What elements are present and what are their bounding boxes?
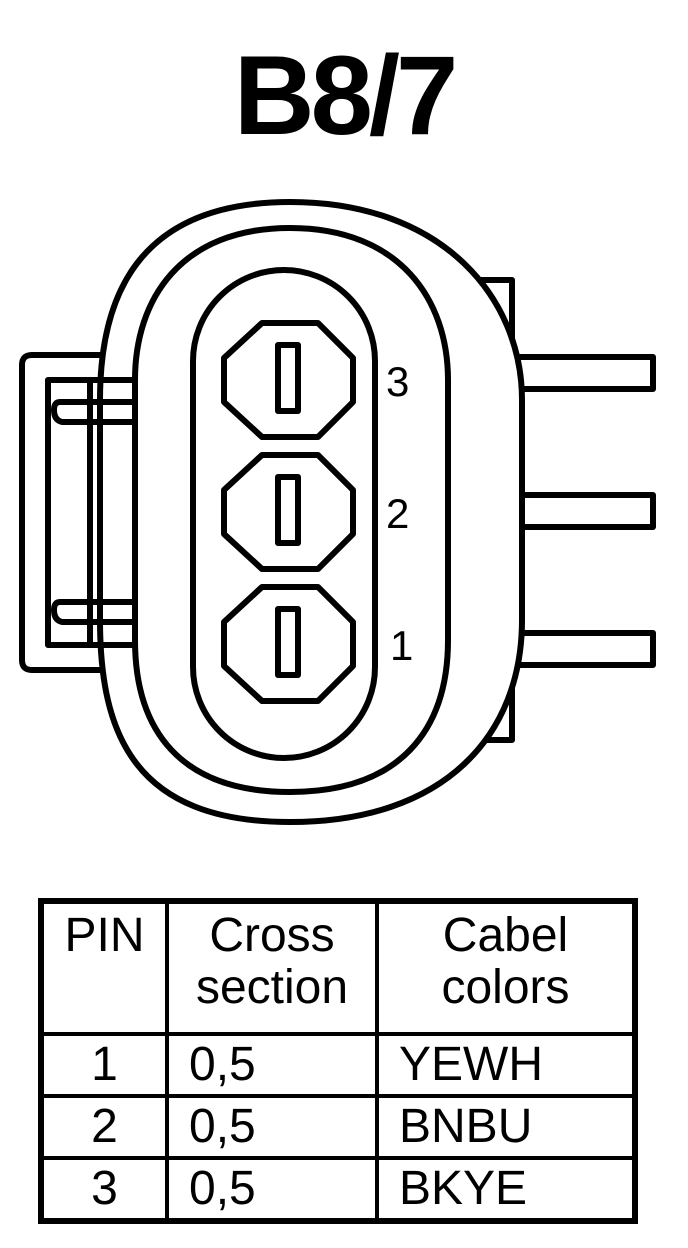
- latch-frame: [45, 377, 150, 648]
- slot-3: [275, 342, 301, 414]
- connector-diagram: 3 2 1: [19, 199, 656, 825]
- cell-pin: 2: [39, 1094, 169, 1160]
- cell-pin: 1: [39, 1032, 169, 1098]
- terminal-3: [512, 354, 656, 392]
- connector-title: B8/7: [233, 33, 459, 158]
- slot-2: [275, 474, 301, 546]
- header-pin: PIN: [39, 899, 169, 1036]
- table-row: 3 0,5 BKYE: [39, 1156, 637, 1223]
- header-cross-line1: Cross: [209, 909, 335, 962]
- pin-label-2: 2: [386, 490, 409, 537]
- cell-cross-section: 0,5: [165, 1156, 379, 1223]
- table-header-row: PIN Cross section Cabel colors: [39, 899, 637, 1036]
- slot-1: [275, 606, 301, 678]
- pin-table: PIN Cross section Cabel colors 1 0,5 YEW…: [38, 898, 638, 1224]
- cell-color: YEWH: [375, 1032, 637, 1098]
- cell-cross-section: 0,5: [165, 1032, 379, 1098]
- terminal-2: [512, 492, 656, 530]
- latch-hook-bottom: [51, 599, 140, 625]
- terminal-1: [512, 630, 656, 668]
- cell-cross-section: 0,5: [165, 1094, 379, 1160]
- header-cross-line2: section: [195, 961, 349, 1014]
- cell-pin: 3: [39, 1156, 169, 1223]
- header-color-line2: colors: [441, 961, 570, 1014]
- table-row: 2 0,5 BNBU: [39, 1094, 637, 1160]
- latch-hook-top: [51, 399, 140, 425]
- header-color-line1: Cabel: [442, 909, 569, 962]
- table-row: 1 0,5 YEWH: [39, 1032, 637, 1098]
- header-pin-text: PIN: [64, 909, 145, 962]
- cell-color: BNBU: [375, 1094, 637, 1160]
- header-cross-section: Cross section: [165, 899, 379, 1036]
- header-cable-colors: Cabel colors: [375, 899, 637, 1036]
- pin-label-3: 3: [386, 358, 409, 405]
- pin-label-1: 1: [390, 622, 413, 669]
- cell-color: BKYE: [375, 1156, 637, 1223]
